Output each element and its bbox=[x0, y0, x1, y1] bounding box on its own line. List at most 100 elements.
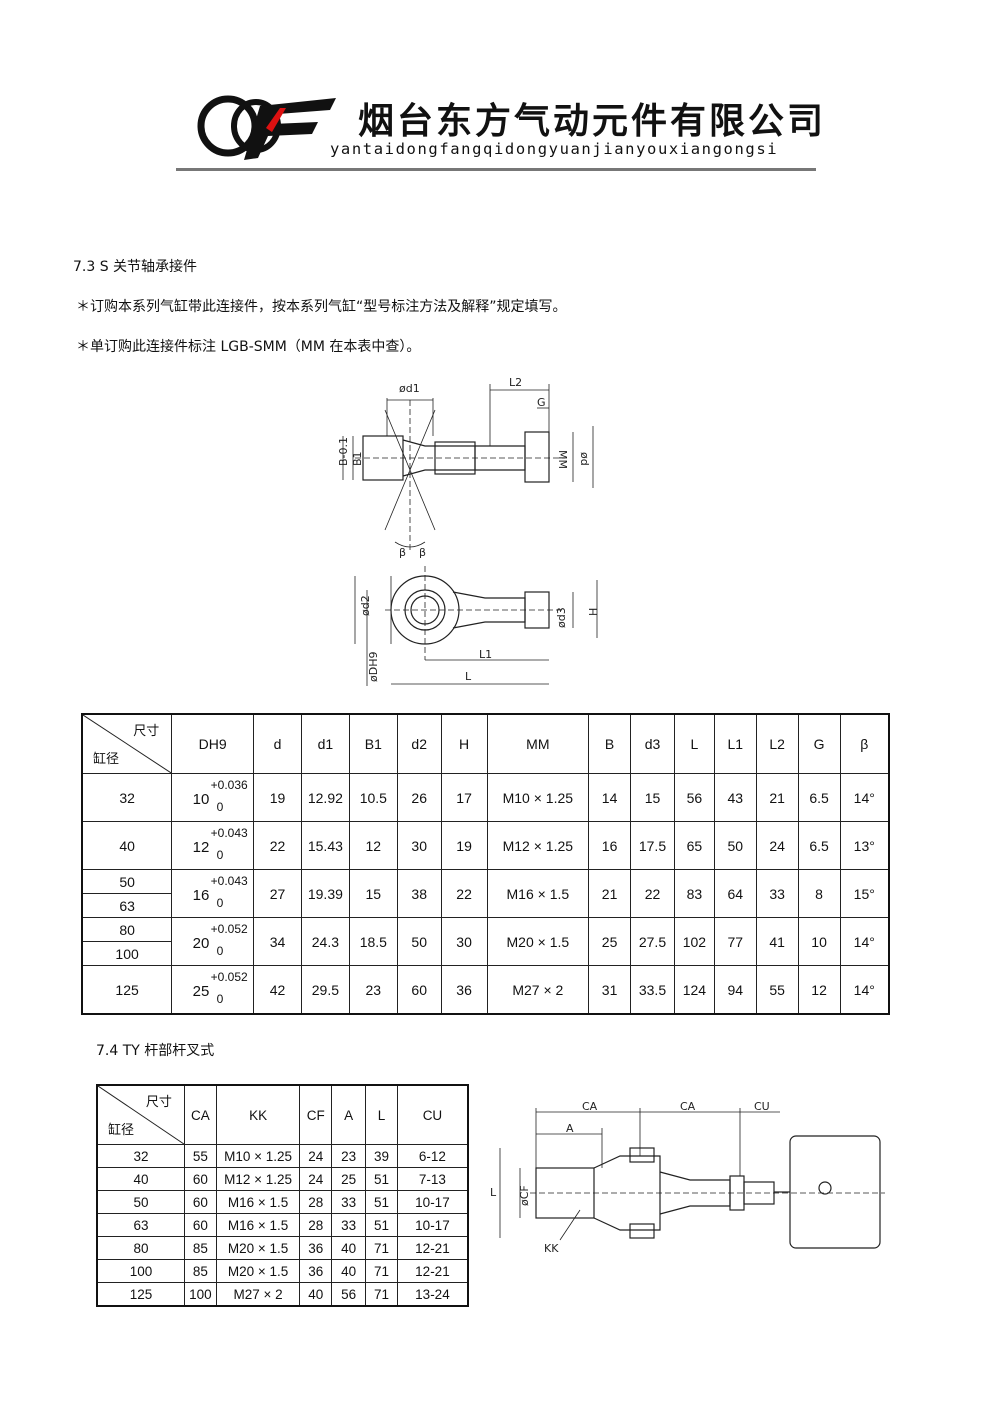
header-cell: d bbox=[253, 713, 302, 774]
upper-deviation: +0.052 bbox=[210, 922, 248, 936]
label-cu: CU bbox=[754, 1100, 770, 1113]
s-joint-spec-table: 尺寸 缸径 DH9 d d1 B1 d2 H MM B d3 L L1 L2 G… bbox=[81, 713, 890, 1015]
value-cell: 21 bbox=[755, 773, 799, 822]
header-cell: G bbox=[797, 713, 841, 774]
corner-label-size: 尺寸 bbox=[145, 1094, 172, 1109]
header-cell: MM bbox=[486, 713, 590, 774]
value-cell: 41 bbox=[755, 917, 799, 966]
value-cell: 65 bbox=[673, 821, 715, 870]
value-cell: 100 bbox=[183, 1282, 217, 1307]
section-73-note-1: ＊订购本系列气缸带此连接件，按本系列气缸“型号标注方法及解释”规定填写。 bbox=[76, 299, 567, 315]
header-cell: A bbox=[331, 1084, 367, 1145]
lower-deviation: 0 bbox=[216, 800, 224, 814]
label-ca-2: CA bbox=[680, 1100, 696, 1113]
bore-cell: 40 bbox=[81, 821, 173, 870]
value-cell: 12-21 bbox=[396, 1259, 469, 1283]
value-cell: 18.5 bbox=[348, 917, 398, 966]
label-beta-left: β bbox=[399, 546, 406, 559]
bore-cell: 125 bbox=[96, 1282, 185, 1307]
value-cell: 24 bbox=[299, 1167, 333, 1191]
label-phi-d: ød bbox=[578, 452, 591, 466]
value-cell: 77 bbox=[713, 917, 757, 966]
value-cell: 34 bbox=[253, 917, 302, 966]
value-cell: 60 bbox=[183, 1190, 217, 1214]
bore-cell: 80 bbox=[96, 1236, 185, 1260]
value-cell: 51 bbox=[365, 1190, 398, 1214]
label-a: A bbox=[566, 1122, 574, 1135]
value-cell: M16 × 1.5 bbox=[486, 869, 590, 918]
value-cell: 13-24 bbox=[396, 1282, 469, 1307]
value-cell: 60 bbox=[183, 1167, 217, 1191]
bore-cell: 40 bbox=[96, 1167, 185, 1191]
s-joint-bearing-diagram: ød1 L2 G B-0.1 B1 MM ød β β ød2 ød3 H L1… bbox=[337, 376, 600, 686]
dh9-cell: 10+0.036 0 bbox=[171, 773, 255, 822]
ty-rod-clevis-diagram: CA CA CU A L øCF KK bbox=[490, 1100, 885, 1255]
header-cell: L bbox=[673, 713, 715, 774]
value-cell: 38 bbox=[396, 869, 442, 918]
value-cell: 56 bbox=[673, 773, 715, 822]
bore-cell: 63 bbox=[96, 1213, 185, 1237]
lower-deviation: 0 bbox=[216, 896, 224, 910]
value-cell: M16 × 1.5 bbox=[215, 1190, 301, 1214]
company-name-en: yantaidongfangqidongyuanjianyouxiangongs… bbox=[330, 140, 779, 158]
bore-cell: 80 bbox=[81, 917, 173, 942]
bore-cell: 125 bbox=[81, 965, 173, 1015]
value-cell: 14° bbox=[839, 917, 890, 966]
nominal-size: 10 bbox=[192, 791, 210, 808]
upper-deviation: +0.043 bbox=[210, 826, 248, 840]
value-cell: 50 bbox=[396, 917, 442, 966]
value-cell: 15 bbox=[348, 869, 398, 918]
value-cell: 40 bbox=[331, 1236, 367, 1260]
header-cell: H bbox=[440, 713, 488, 774]
bore-cell: 50 bbox=[81, 869, 173, 894]
value-cell: 71 bbox=[365, 1236, 398, 1260]
lower-deviation: 0 bbox=[216, 992, 224, 1006]
value-cell: 71 bbox=[365, 1282, 398, 1307]
value-cell: 42 bbox=[253, 965, 302, 1015]
value-cell: 10-17 bbox=[396, 1213, 469, 1237]
value-cell: 12 bbox=[797, 965, 841, 1015]
label-phi-cf: øCF bbox=[518, 1185, 531, 1206]
value-cell: 55 bbox=[183, 1144, 217, 1168]
company-name-cn: 烟台东方气动元件有限公司 bbox=[358, 101, 827, 142]
value-cell: 23 bbox=[331, 1144, 367, 1168]
value-cell: 25 bbox=[331, 1167, 367, 1191]
value-cell: 15° bbox=[839, 869, 890, 918]
value-cell: 33 bbox=[331, 1213, 367, 1237]
value-cell: M16 × 1.5 bbox=[215, 1213, 301, 1237]
label-ca-1: CA bbox=[582, 1100, 598, 1113]
value-cell: 24.3 bbox=[300, 917, 350, 966]
value-cell: 15 bbox=[630, 773, 675, 822]
bore-cell: 100 bbox=[96, 1259, 185, 1283]
value-cell: 56 bbox=[331, 1282, 367, 1307]
table-row: 100 bbox=[81, 941, 889, 966]
header-cell: L1 bbox=[713, 713, 757, 774]
nominal-size: 20 bbox=[192, 935, 210, 952]
value-cell: 12.92 bbox=[300, 773, 350, 822]
value-cell: 33.5 bbox=[630, 965, 675, 1015]
header-cell: CA bbox=[183, 1084, 217, 1145]
value-cell: 33 bbox=[755, 869, 799, 918]
value-cell: 29.5 bbox=[300, 965, 350, 1015]
upper-deviation: +0.036 bbox=[210, 778, 248, 792]
label-l1: L1 bbox=[479, 648, 492, 661]
value-cell: 21 bbox=[588, 869, 632, 918]
header-cell: CF bbox=[299, 1084, 333, 1145]
bore-cell: 32 bbox=[96, 1144, 185, 1168]
label-l: L bbox=[465, 670, 472, 683]
tolerance-value: 10+0.036 0 bbox=[185, 774, 248, 818]
bore-cell: 100 bbox=[81, 941, 173, 966]
value-cell: 28 bbox=[299, 1213, 333, 1237]
table-header-row: 尺寸 缸径 CA KK CF A L CU bbox=[96, 1084, 469, 1145]
value-cell: 124 bbox=[673, 965, 715, 1015]
